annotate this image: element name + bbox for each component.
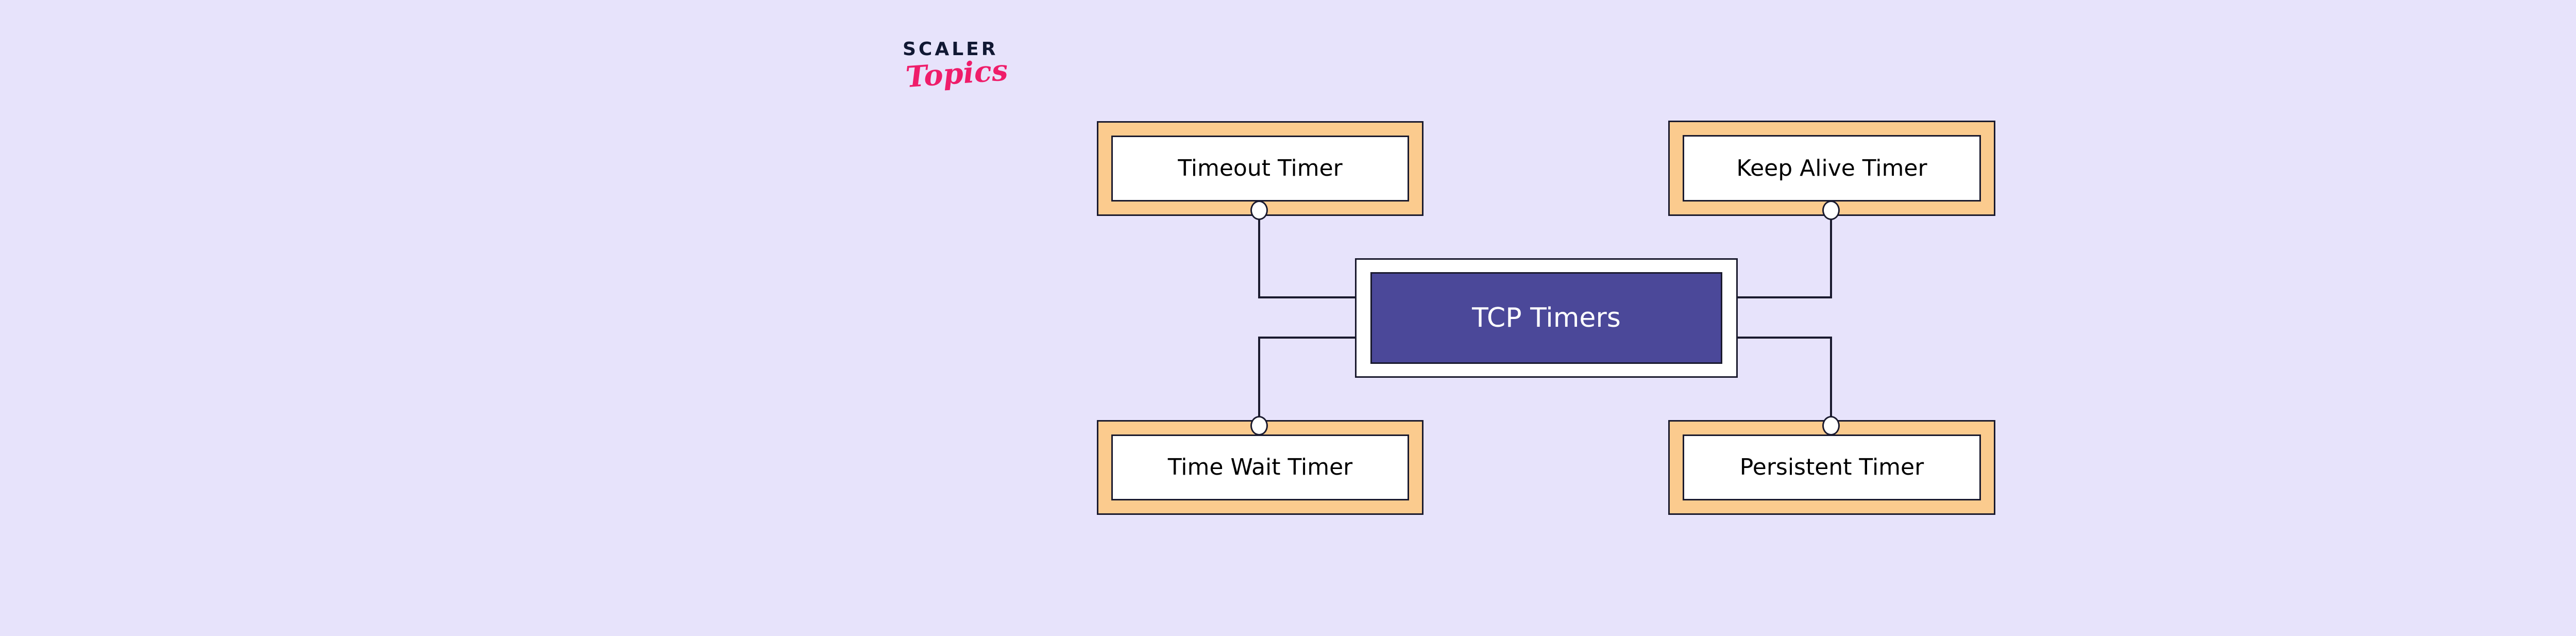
node-tcp-timers-hub[interactable]: TCP Timers [1355,258,1738,378]
node-time-wait-timer[interactable]: Time Wait Timer [1097,420,1423,515]
node-keep-alive-timer-inner: Keep Alive Timer [1683,135,1981,202]
node-persistent-timer-label: Persistent Timer [1739,454,1924,480]
node-timeout-timer-label: Timeout Timer [1178,155,1343,181]
logo-wordmark-scaler: SCALER [903,39,998,60]
node-persistent-timer[interactable]: Persistent Timer [1668,420,1995,515]
connector-knob-keep-alive-timer [1822,200,1840,220]
edge-persistent-to-center [1736,337,1832,426]
edge-timewait-to-center [1258,337,1357,426]
node-timeout-timer-inner: Timeout Timer [1111,136,1409,202]
connector-knob-persistent-timer [1822,416,1840,436]
scaler-topics-logo: SCALER Topics [903,40,1026,133]
node-tcp-timers-hub-inner: TCP Timers [1370,272,1722,364]
connector-knob-timeout-timer [1250,200,1268,220]
edge-keepalive-to-center [1736,210,1832,298]
node-persistent-timer-inner: Persistent Timer [1683,434,1981,500]
node-time-wait-timer-inner: Time Wait Timer [1111,434,1409,500]
node-keep-alive-timer-label: Keep Alive Timer [1736,155,1927,181]
connector-knob-time-wait-timer [1250,416,1268,436]
edge-timeout-to-center [1258,210,1357,298]
node-tcp-timers-hub-label: TCP Timers [1472,303,1621,333]
node-time-wait-timer-label: Time Wait Timer [1167,454,1353,480]
